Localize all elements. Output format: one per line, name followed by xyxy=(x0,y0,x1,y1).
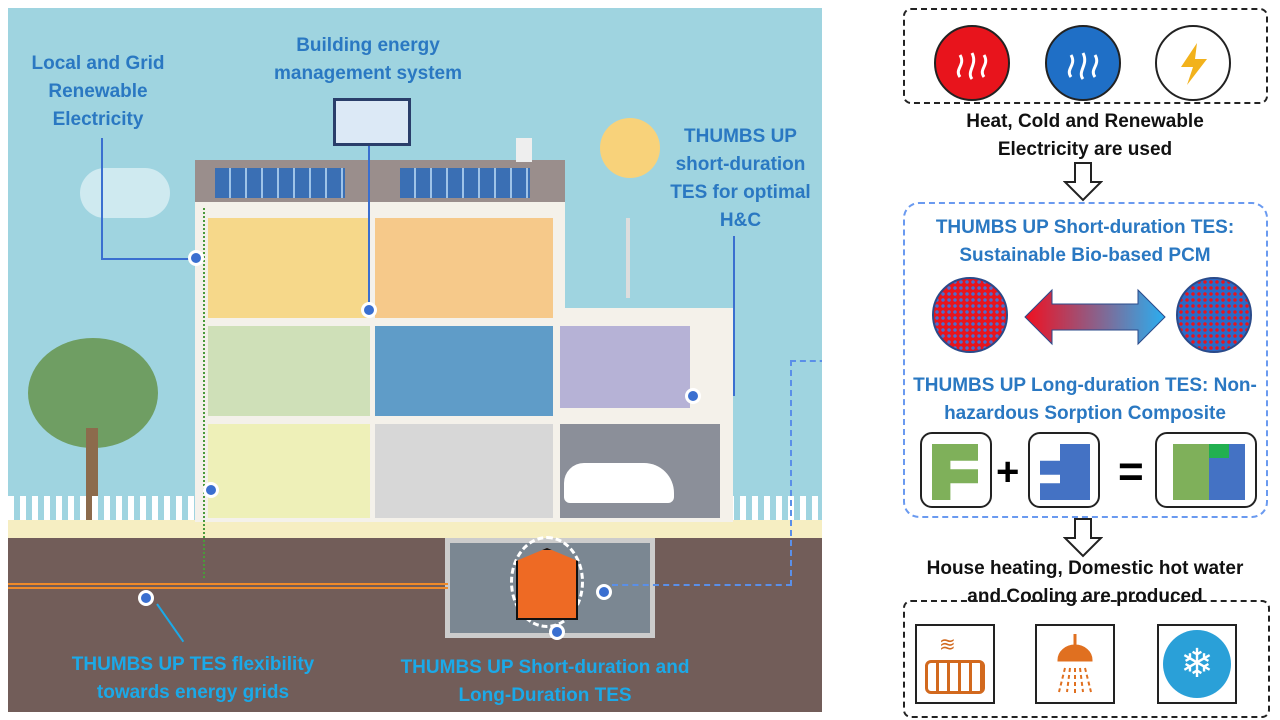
tes-box xyxy=(903,202,1268,518)
solar-panel xyxy=(400,168,530,198)
marker-pin xyxy=(203,482,219,498)
marker-pin xyxy=(188,250,204,266)
plus-icon: + xyxy=(996,450,1020,494)
chimney xyxy=(516,138,532,162)
marker-pin xyxy=(685,388,701,404)
equals-icon: = xyxy=(1118,447,1144,496)
room-laundry xyxy=(560,326,690,408)
marker-pin xyxy=(596,584,612,600)
leader-line xyxy=(733,236,735,396)
composite-icon xyxy=(1155,432,1257,508)
pcm-hot-icon xyxy=(932,277,1008,353)
inputs-box xyxy=(903,8,1268,104)
marker-pin xyxy=(138,590,154,606)
grid-pipe xyxy=(8,583,448,589)
data-line xyxy=(368,128,370,308)
bems-monitor-icon xyxy=(333,98,411,146)
solar-panel xyxy=(215,168,345,198)
label-bems: Building energy management system xyxy=(274,35,462,84)
room-office xyxy=(208,218,370,318)
cloud xyxy=(80,168,170,218)
connector-dashed xyxy=(790,360,822,362)
connector-dashed xyxy=(612,584,792,586)
bidirectional-arrow-icon xyxy=(1024,288,1166,346)
wind-turbine-icon xyxy=(626,218,630,298)
shower-icon xyxy=(1035,624,1115,704)
house-illustration: Local and Grid Renewable Electricity Bui… xyxy=(8,8,822,712)
label-short-long-tes: THUMBS UP Short-duration and Long-Durati… xyxy=(400,657,690,706)
room-kitchen xyxy=(375,424,553,518)
short-tes-title: THUMBS UP Short-duration TES: Sustainabl… xyxy=(935,217,1235,266)
lawn-strip xyxy=(8,520,822,538)
outputs-box xyxy=(903,600,1270,718)
ground xyxy=(8,538,822,712)
radiator-icon: ≋ xyxy=(915,624,995,704)
connector-dashed xyxy=(790,360,792,586)
label-grid-electricity: Local and Grid Renewable Electricity xyxy=(31,53,165,130)
room-bathroom xyxy=(375,326,553,416)
inputs-text: Heat, Cold and Renewable Electricity are… xyxy=(966,111,1204,160)
pcm-cold-icon xyxy=(1176,277,1252,353)
electric-line xyxy=(203,208,205,578)
room-bedroom-top xyxy=(375,218,553,318)
down-arrow-icon xyxy=(1063,518,1103,558)
sun xyxy=(600,118,660,178)
electricity-icon xyxy=(1155,25,1231,101)
label-flexibility: THUMBS UP TES flexibility towards energy… xyxy=(71,654,315,703)
leader-line xyxy=(101,258,196,260)
marker-pin xyxy=(549,624,565,640)
leader-line xyxy=(101,138,103,258)
label-short-tes-hc: THUMBS UP short-duration TES for optimal… xyxy=(670,126,811,231)
storage-tank-icon xyxy=(516,548,578,620)
salt-icon xyxy=(1028,432,1100,508)
car xyxy=(564,463,674,503)
room-bedroom xyxy=(208,326,370,416)
long-tes-title: THUMBS UP Long-duration TES: Non-hazardo… xyxy=(913,375,1257,424)
cooling-icon: ❄ xyxy=(1157,624,1237,704)
storage-tank-highlight xyxy=(510,536,584,628)
marker-pin xyxy=(361,302,377,318)
matrix-icon xyxy=(920,432,992,508)
down-arrow-icon xyxy=(1063,162,1103,202)
cold-icon xyxy=(1045,25,1121,101)
heat-icon xyxy=(934,25,1010,101)
room-living xyxy=(208,424,370,518)
